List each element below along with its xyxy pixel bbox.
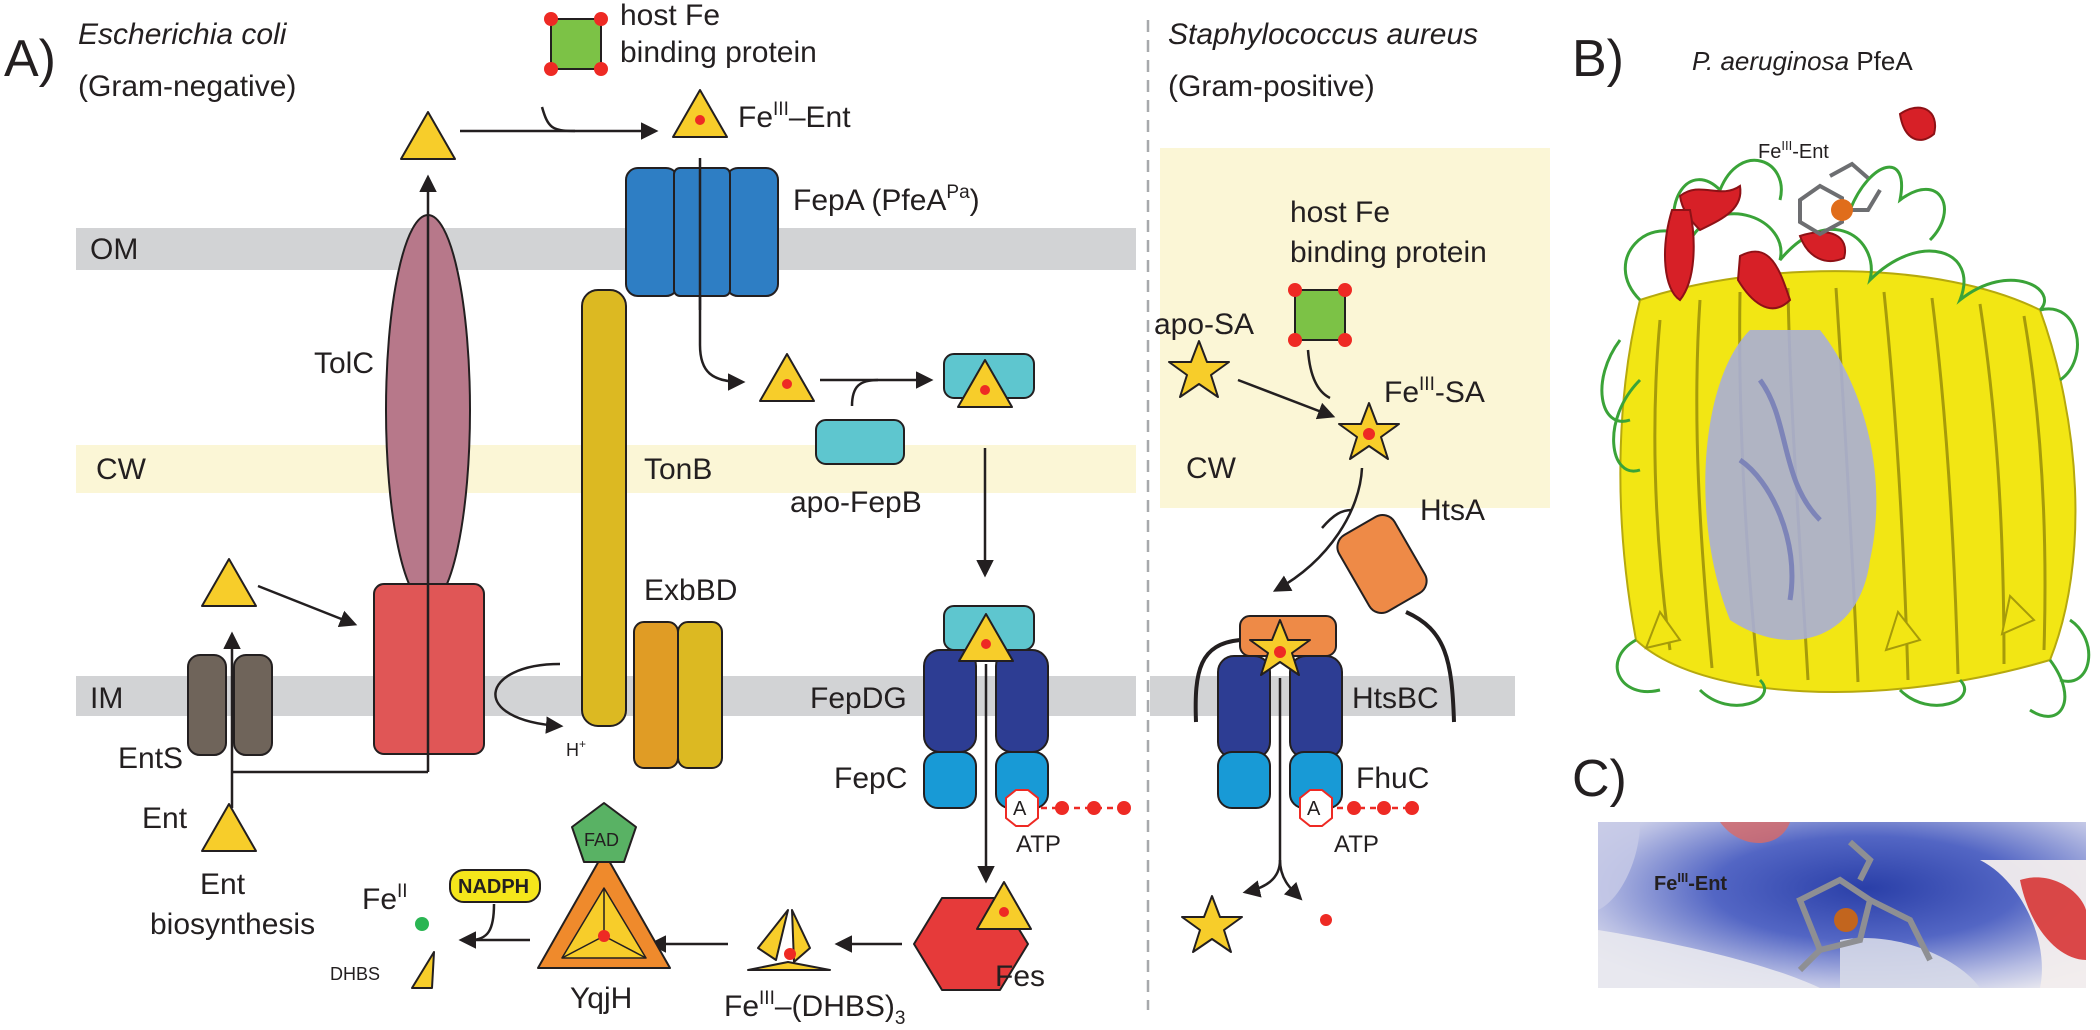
released-sa-icon [1181, 895, 1243, 953]
panel-b-title: P. aeruginosa PfeA [1692, 46, 1913, 76]
exbbd-label: ExbBD [644, 574, 737, 607]
fe-dhbs3-icon [747, 909, 831, 971]
atp-fhuc [1299, 789, 1419, 827]
atp-a-label: A [1013, 798, 1027, 820]
ent-label: Ent [142, 802, 188, 835]
htsa-label: HtsA [1420, 494, 1485, 527]
fe-ent-label: FeIII–Ent [738, 99, 851, 134]
exbbd [633, 621, 723, 769]
sa-host-fe-line2: binding protein [1290, 236, 1487, 269]
ents-label: EntS [118, 742, 183, 775]
htsbc-label: HtsBC [1352, 682, 1439, 715]
apo-fepb-label: apo-FepB [790, 486, 922, 519]
om-label: OM [90, 233, 138, 266]
ecoli-organism: Escherichia coli [78, 18, 288, 51]
fe-sa-icon [1338, 402, 1400, 460]
panel-b-label: B) [1572, 30, 1624, 88]
tonb [581, 289, 627, 727]
electrostatic-surface [1598, 822, 2086, 988]
saureus-gram: (Gram-positive) [1168, 70, 1375, 103]
cw-label: CW [96, 453, 147, 486]
fes-label: Fes [995, 960, 1045, 993]
atp-label: ATP [1016, 831, 1061, 858]
sa-host-fe-protein-icon [1287, 282, 1353, 348]
ent-bio-line2: biosynthesis [150, 908, 315, 941]
ent-exported-icon [400, 111, 456, 160]
tonb-label: TonB [644, 453, 712, 486]
ent-bio-line1: Ent [200, 868, 246, 901]
c-fe-ent-label: FeIII-Ent [1654, 870, 1727, 895]
fepdg-label: FepDG [810, 682, 907, 715]
apo-sa-icon [1168, 340, 1230, 398]
dhbs-label: DHBS [330, 964, 380, 984]
fad-icon [571, 802, 637, 863]
pfea-cartoon [1600, 106, 2091, 718]
panel-a-saureus: Staphylococcus aureus (Gram-positive) CW… [1150, 18, 1550, 953]
host-fe-line1: host Fe [620, 0, 720, 32]
fepc-label: FepC [834, 762, 907, 795]
host-fe-line2: binding protein [620, 36, 817, 69]
panel-a-label: A) [4, 30, 56, 88]
fepa-label: FepA (PfeAPa) [793, 182, 980, 217]
nadph-badge [449, 869, 541, 903]
panel-c: C) FeIII-Ent [1572, 750, 2086, 988]
fepb-fe-ent-complex [943, 353, 1035, 408]
released-iron-icon [1320, 914, 1332, 926]
fe-ent-icon [672, 89, 728, 138]
panel-a: A) Escherichia coli (Gram-negative) OM C… [4, 0, 1136, 1029]
ecoli-gram: (Gram-negative) [78, 70, 296, 103]
htsa [1336, 514, 1428, 614]
panel-b: B) P. aeruginosa PfeA [1572, 30, 2091, 718]
h-plus-label: H+ [566, 737, 586, 760]
apo-sa-label: apo-SA [1154, 308, 1254, 341]
ent-cytoplasm-icon [201, 803, 257, 852]
ents-exporter [187, 654, 273, 756]
nadph-label: NADPH [458, 876, 529, 898]
tolc-label: TolC [314, 347, 374, 380]
ent-periplasm-icon [201, 558, 257, 607]
yqjh-label: YqjH [570, 982, 632, 1015]
fe2-label: FeII [362, 881, 408, 916]
fe-ent-periplasm-icon [759, 353, 815, 402]
fhuc-label: FhuC [1356, 762, 1429, 795]
fad-label: FAD [584, 830, 619, 850]
panel-c-label: C) [1572, 750, 1627, 808]
htsbc-transporter [1217, 615, 1343, 809]
fepa-transporter [625, 167, 779, 297]
apo-fepb [815, 419, 905, 465]
sa-atp-label: ATP [1334, 831, 1379, 858]
im-label: IM [90, 682, 123, 715]
fe-dhbs3-label: FeIII–(DHBS)3 [724, 988, 905, 1029]
outer-membrane [76, 228, 1136, 270]
yqjh-reductase [537, 851, 671, 969]
atp-fepc [1005, 789, 1131, 827]
b-fe-ent-label: FeIII-Ent [1758, 138, 1829, 163]
sa-atp-a-label: A [1307, 798, 1321, 820]
sa-cw-label: CW [1186, 452, 1237, 485]
fe2-ion-icon [415, 917, 429, 931]
fepdgc-transporter [923, 605, 1049, 809]
host-fe-protein-icon [543, 11, 609, 77]
sa-host-fe-line1: host Fe [1290, 196, 1390, 229]
saureus-organism: Staphylococcus aureus [1168, 18, 1478, 51]
fe-sa-label: FeIII-SA [1384, 374, 1485, 409]
dhbs-icon [411, 951, 435, 989]
